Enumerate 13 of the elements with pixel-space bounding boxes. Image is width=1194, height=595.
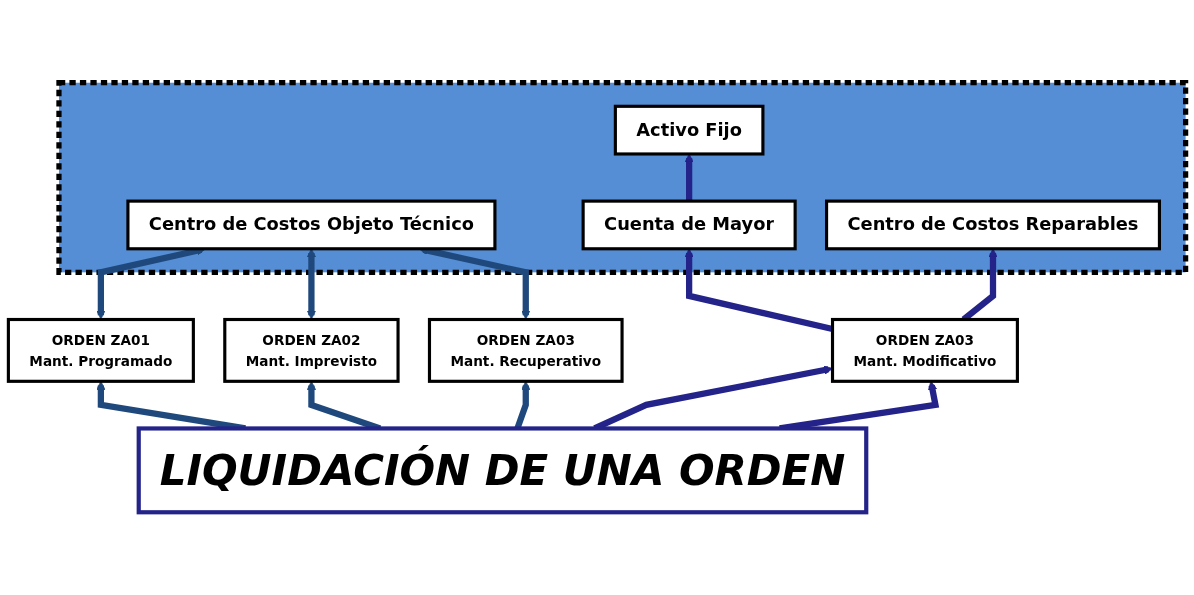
arrow (684, 248, 834, 333)
cluster (56, 80, 1189, 275)
node-box: ORDEN ZA02 Mant. Imprevisto (223, 317, 400, 383)
node-box: Centro de Costos Reparables (825, 199, 1161, 251)
node-box: Centro de Costos Objeto Técnico (126, 199, 497, 251)
node-box: LIQUIDACIÓN DE UNA ORDEN (136, 426, 869, 515)
node-box: Activo Fijo (613, 104, 765, 156)
arrow (684, 153, 694, 202)
node-box: ORDEN ZA03 Mant. Recuperativo (427, 317, 624, 383)
node-box: Cuenta de Mayor (581, 199, 797, 251)
node-box: ORDEN ZA01 Mant. Programado (6, 317, 195, 383)
arrow (306, 248, 317, 320)
node-box: ORDEN ZA03 Mant. Modificativo (830, 317, 1019, 383)
